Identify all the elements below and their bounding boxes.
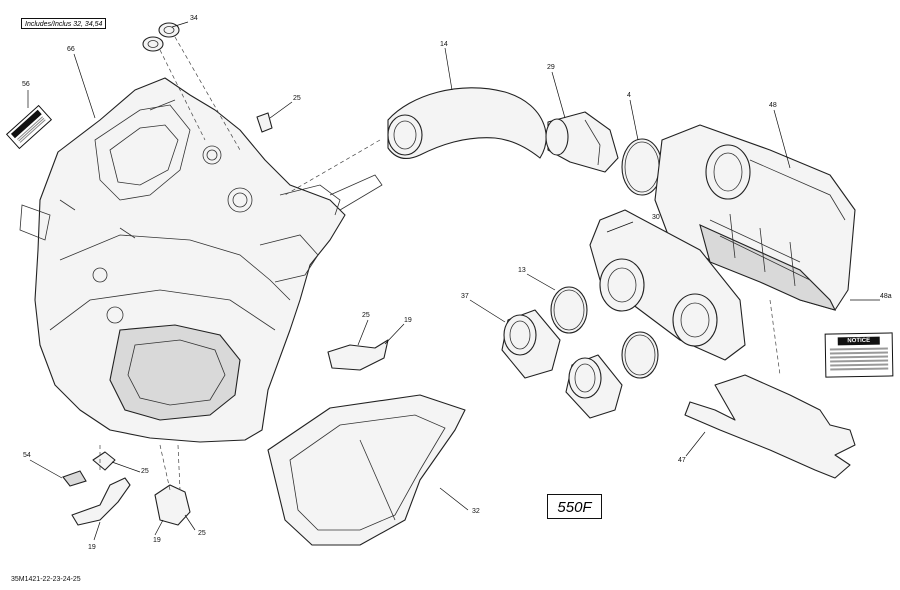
callout-66: 66: [67, 46, 75, 53]
bracket-19-mid: [327, 339, 389, 371]
clip-25-top: [256, 112, 273, 133]
cover-frame-32: [267, 394, 466, 546]
callout-25-mid: 25: [362, 312, 370, 319]
callout-56: 56: [22, 81, 30, 88]
callout-4: 4: [627, 92, 631, 99]
callout-25-low: 25: [141, 468, 149, 475]
callout-19-low: 19: [88, 544, 96, 551]
callout-34: 34: [190, 15, 198, 22]
bracket-19-low: [71, 477, 131, 526]
callout-48a: 48a: [880, 293, 892, 300]
callout-47: 47: [678, 457, 686, 464]
callout-37: 37: [461, 293, 469, 300]
callout-54: 54: [23, 452, 31, 459]
clip-25-low: [92, 451, 116, 471]
callout-19-bottom: 19: [153, 537, 161, 544]
caps-34: [142, 22, 180, 52]
clamp-13-a: [550, 286, 588, 334]
callout-25-bottom: 25: [198, 530, 206, 537]
notice-title: NOTICE: [837, 336, 880, 346]
notice-label-48a: NOTICE: [824, 332, 894, 378]
sleeve-37-a: [501, 309, 561, 379]
alignment-lines: [99, 36, 781, 491]
label-54: [62, 470, 87, 487]
adaptor-29: [545, 111, 619, 173]
ring-4: [621, 138, 663, 196]
model-label: 550F: [547, 494, 602, 519]
leader-lines: [27, 21, 880, 541]
clip-19-25-bottom: [154, 484, 191, 526]
airbox-cover-48: [654, 124, 856, 311]
clamp-13-b: [621, 331, 659, 379]
plate-47: [684, 374, 856, 479]
callout-30: 30: [652, 214, 660, 221]
callout-13: 13: [518, 267, 526, 274]
callout-32: 32: [472, 508, 480, 515]
airbox-housing: [19, 77, 383, 443]
notice-text-lines: [829, 347, 889, 371]
callout-25-top: 25: [293, 95, 301, 102]
callout-19-mid: 19: [404, 317, 412, 324]
sleeve-37-b: [565, 354, 623, 419]
includes-note: Includes/Inclus 32, 34,54: [21, 18, 106, 29]
callout-29: 29: [547, 64, 555, 71]
callout-14: 14: [440, 41, 448, 48]
drawing-id: 35M1421-22-23-24-25: [11, 576, 81, 583]
callout-48: 48: [769, 102, 777, 109]
intake-duct-14: [387, 87, 547, 160]
silencer-inlet-30: [589, 209, 746, 361]
